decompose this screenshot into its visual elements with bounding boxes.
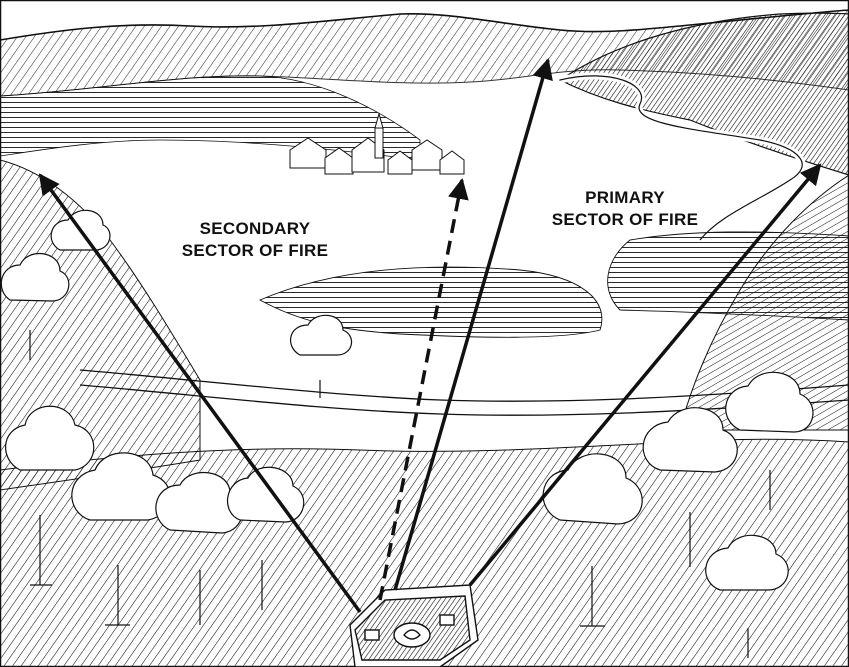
right-limit-arrow: [468, 163, 822, 587]
primary-sector-label-line-1: PRIMARY: [585, 188, 665, 207]
village: [289, 112, 465, 175]
far-hills: [0, 9, 849, 97]
secondary-sector-label-line-2: SECTOR OF FIRE: [181, 241, 329, 260]
left-limit-arrow: [38, 173, 362, 614]
primary-center-arrow: [393, 57, 553, 591]
secondary-sector-label-line-1: SECONDARY: [199, 219, 311, 238]
secondary-sector-label: SECONDARY SECTOR OF FIRE: [150, 218, 360, 262]
vehicle-icon: [349, 584, 479, 667]
winding-road-right-edge: [559, 75, 803, 241]
primary-sector-label: PRIMARY SECTOR OF FIRE: [520, 187, 730, 231]
right-upper-hill: [558, 12, 849, 176]
midground-road-top: [79, 369, 849, 402]
primary-sector-label-line-2: SECTOR OF FIRE: [551, 210, 699, 229]
right-slope: [679, 174, 849, 431]
valley-field: [258, 266, 603, 338]
tree-cluster-right: [290, 314, 814, 658]
boundary-dashed-arrow: [378, 177, 469, 601]
sector-arrows: [38, 57, 822, 614]
